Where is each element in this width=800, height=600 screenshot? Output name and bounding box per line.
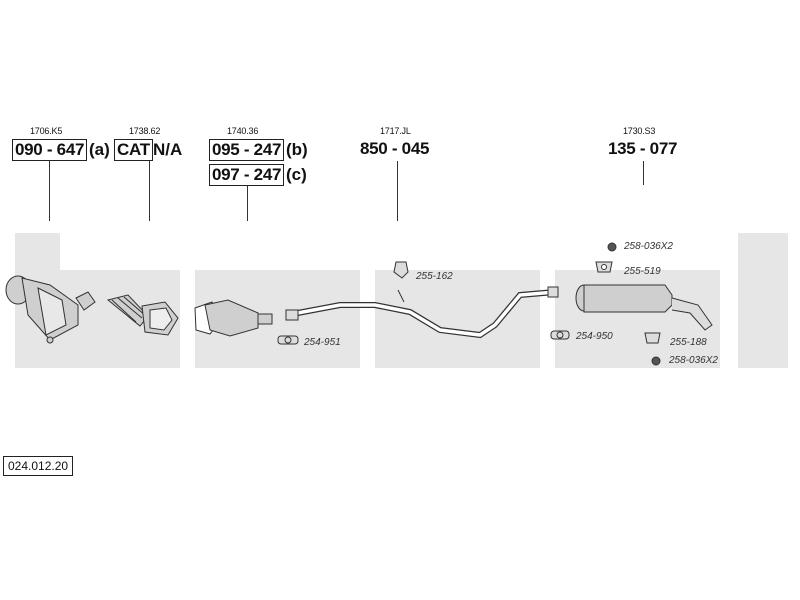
part-ref-1706-k5: 1706.K5 (30, 126, 63, 136)
accessory-code-255-188[interactable]: 255-188 (670, 337, 707, 348)
accessory-clamps (277, 242, 661, 366)
accessory-code-258-036x2-bottom[interactable]: 258-036X2 (669, 355, 718, 366)
accessory-code-255-162[interactable]: 255-162 (416, 271, 453, 282)
flex-pipe-part (106, 294, 179, 336)
part-suffix-b: (b) (286, 140, 308, 159)
part-number-097-247[interactable]: 097 - 247 (209, 164, 285, 186)
accessory-code-254-950[interactable]: 254-950 (576, 331, 613, 342)
part-ref-1717-jl: 1717.JL (380, 126, 411, 136)
part-suffix-na: N/A (153, 140, 183, 159)
part-ref-1738-62: 1738.62 (129, 126, 161, 136)
leader-line (149, 161, 150, 221)
leader-line (643, 161, 644, 185)
leader-line (247, 186, 248, 221)
part-suffix-a: (a) (89, 140, 110, 159)
accessory-code-254-951[interactable]: 254-951 (304, 337, 341, 348)
part-number-095-247[interactable]: 095 - 247 (209, 139, 285, 161)
catalyst-pipe-part (194, 299, 273, 337)
part-number-850-045[interactable]: 850 - 045 (360, 139, 430, 158)
middle-pipe-part (285, 286, 559, 339)
part-ref-1730-s3: 1730.S3 (623, 126, 656, 136)
part-number-135-077[interactable]: 135 - 077 (608, 139, 678, 158)
part-ref-1740-36: 1740.36 (227, 126, 259, 136)
accessory-code-255-519[interactable]: 255-519 (624, 266, 661, 277)
catalytic-converter-part (5, 275, 96, 344)
leader-line (49, 161, 50, 221)
part-number-cat[interactable]: CAT (114, 139, 153, 161)
part-suffix-c: (c) (286, 165, 307, 184)
watermark-band (738, 233, 788, 368)
watermark-band (375, 270, 540, 368)
part-number-090-647[interactable]: 090 - 647 (12, 139, 88, 161)
accessory-code-258-036x2-top[interactable]: 258-036X2 (624, 241, 673, 252)
diagram-code: 024.012.20 (3, 456, 74, 476)
leader-line (397, 161, 398, 221)
rear-silencer-part (575, 284, 713, 331)
